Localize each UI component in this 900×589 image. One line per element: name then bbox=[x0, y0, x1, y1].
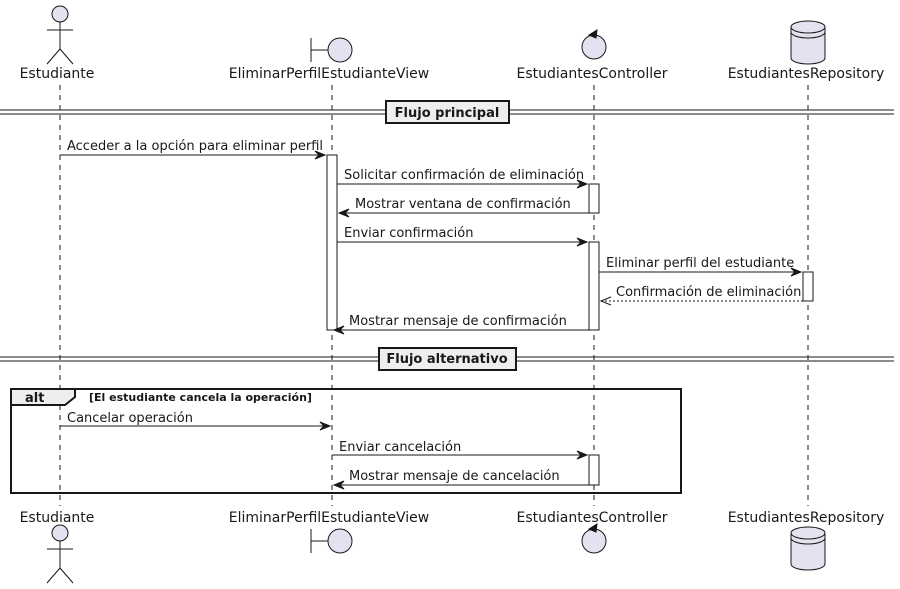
activation-controller-3 bbox=[588, 454, 600, 486]
divider-main: Flujo principal bbox=[0, 100, 894, 124]
message-label-7: Mostrar mensaje de confirmación bbox=[349, 314, 567, 329]
boundary-icon bbox=[310, 528, 353, 554]
divider-alternative: Flujo alternativo bbox=[0, 347, 894, 371]
participant-name-estudiante-bottom: Estudiante bbox=[20, 510, 95, 526]
participant-name-estudiante-top: Estudiante bbox=[20, 66, 95, 82]
participant-name-controller-top: EstudiantesController bbox=[517, 66, 668, 82]
fragment-guard: [El estudiante cancela la operación] bbox=[89, 391, 312, 404]
participant-name-repository-bottom: EstudiantesRepository bbox=[728, 510, 885, 526]
boundary-icon bbox=[310, 37, 353, 63]
participant-name-repository-top: EstudiantesRepository bbox=[728, 66, 885, 82]
activation-repository bbox=[802, 271, 814, 302]
message-label-6: Confirmación de eliminación bbox=[616, 285, 801, 300]
message-label-9: Enviar cancelación bbox=[339, 440, 461, 455]
alt-fragment: alt [El estudiante cancela la operación] bbox=[10, 388, 682, 494]
actor-icon bbox=[46, 5, 74, 65]
database-icon bbox=[790, 20, 826, 65]
message-label-3: Mostrar ventana de confirmación bbox=[355, 197, 571, 212]
control-icon bbox=[581, 523, 607, 554]
message-label-1: Acceder a la opción para eliminar perfil bbox=[67, 139, 323, 154]
divider-main-label: Flujo principal bbox=[395, 106, 500, 121]
participant-name-view-top: EliminarPerfilEstudianteView bbox=[229, 66, 429, 82]
database-icon bbox=[790, 526, 826, 571]
fragment-operator: alt bbox=[25, 391, 44, 406]
activation-view-main bbox=[326, 154, 338, 331]
divider-alternative-label: Flujo alternativo bbox=[386, 352, 507, 367]
control-icon bbox=[581, 29, 607, 60]
actor-icon bbox=[46, 524, 74, 584]
message-label-8: Cancelar operación bbox=[67, 411, 193, 426]
activation-controller-1 bbox=[588, 183, 600, 214]
message-label-2: Solicitar confirmación de eliminación bbox=[344, 168, 584, 183]
activation-controller-2 bbox=[588, 241, 600, 331]
participant-name-controller-bottom: EstudiantesController bbox=[517, 510, 668, 526]
message-label-10: Mostrar mensaje de cancelación bbox=[349, 469, 560, 484]
participant-name-view-bottom: EliminarPerfilEstudianteView bbox=[229, 510, 429, 526]
message-label-4: Enviar confirmación bbox=[344, 226, 473, 241]
message-label-5: Eliminar perfil del estudiante bbox=[606, 256, 794, 271]
